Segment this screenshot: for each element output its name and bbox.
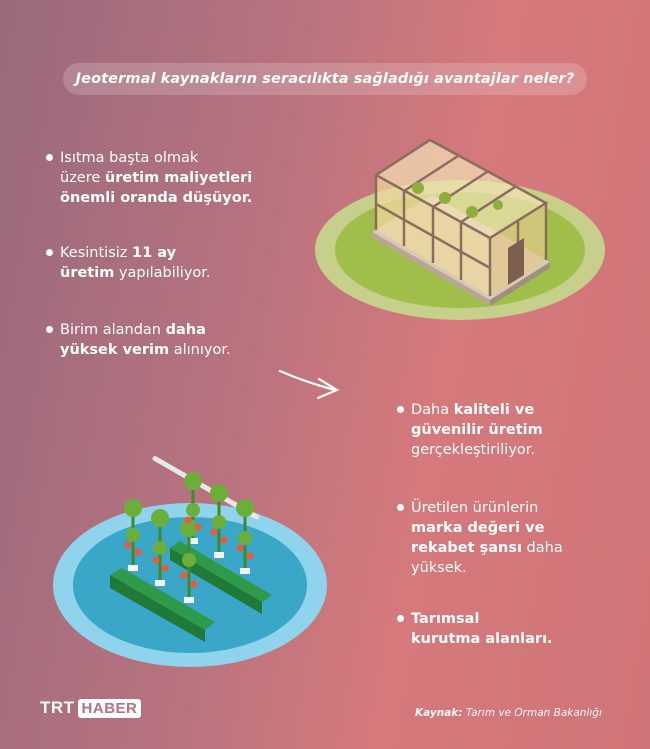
bullet-higher-yield: Birim alandan daha yüksek verim alınıyor… bbox=[46, 320, 231, 360]
greenhouse-illustration bbox=[315, 138, 605, 320]
bullet-brand-value: Üretilen ürünlerin marka değeri ve rekab… bbox=[397, 498, 563, 578]
page-title: Jeotermal kaynakların seracılıkta sağlad… bbox=[63, 63, 587, 95]
arrow-icon bbox=[278, 369, 340, 400]
hydroponic-illustration bbox=[53, 455, 327, 667]
bullet-quality: Daha kaliteli ve güvenilir üretim gerçek… bbox=[397, 400, 543, 460]
bullet-dot bbox=[397, 615, 404, 622]
trt-haber-logo: TRT HABER bbox=[40, 698, 142, 718]
bullet-dot bbox=[46, 249, 53, 256]
bullet-dot bbox=[397, 504, 404, 511]
bullet-continuous-production: Kesintisiz 11 ay üretim yapılabiliyor. bbox=[46, 243, 211, 283]
bullet-dot bbox=[46, 326, 53, 333]
source-credit: Kaynak: Tarım ve Orman Bakanlığı bbox=[415, 707, 602, 719]
bullet-dot bbox=[397, 406, 404, 413]
bullet-cost-reduction: Isıtma başta olmak üzere üretim maliyetl… bbox=[46, 148, 252, 208]
bullet-dot bbox=[46, 154, 53, 161]
bullet-drying-areas: Tarımsal kurutma alanları. bbox=[397, 609, 553, 649]
